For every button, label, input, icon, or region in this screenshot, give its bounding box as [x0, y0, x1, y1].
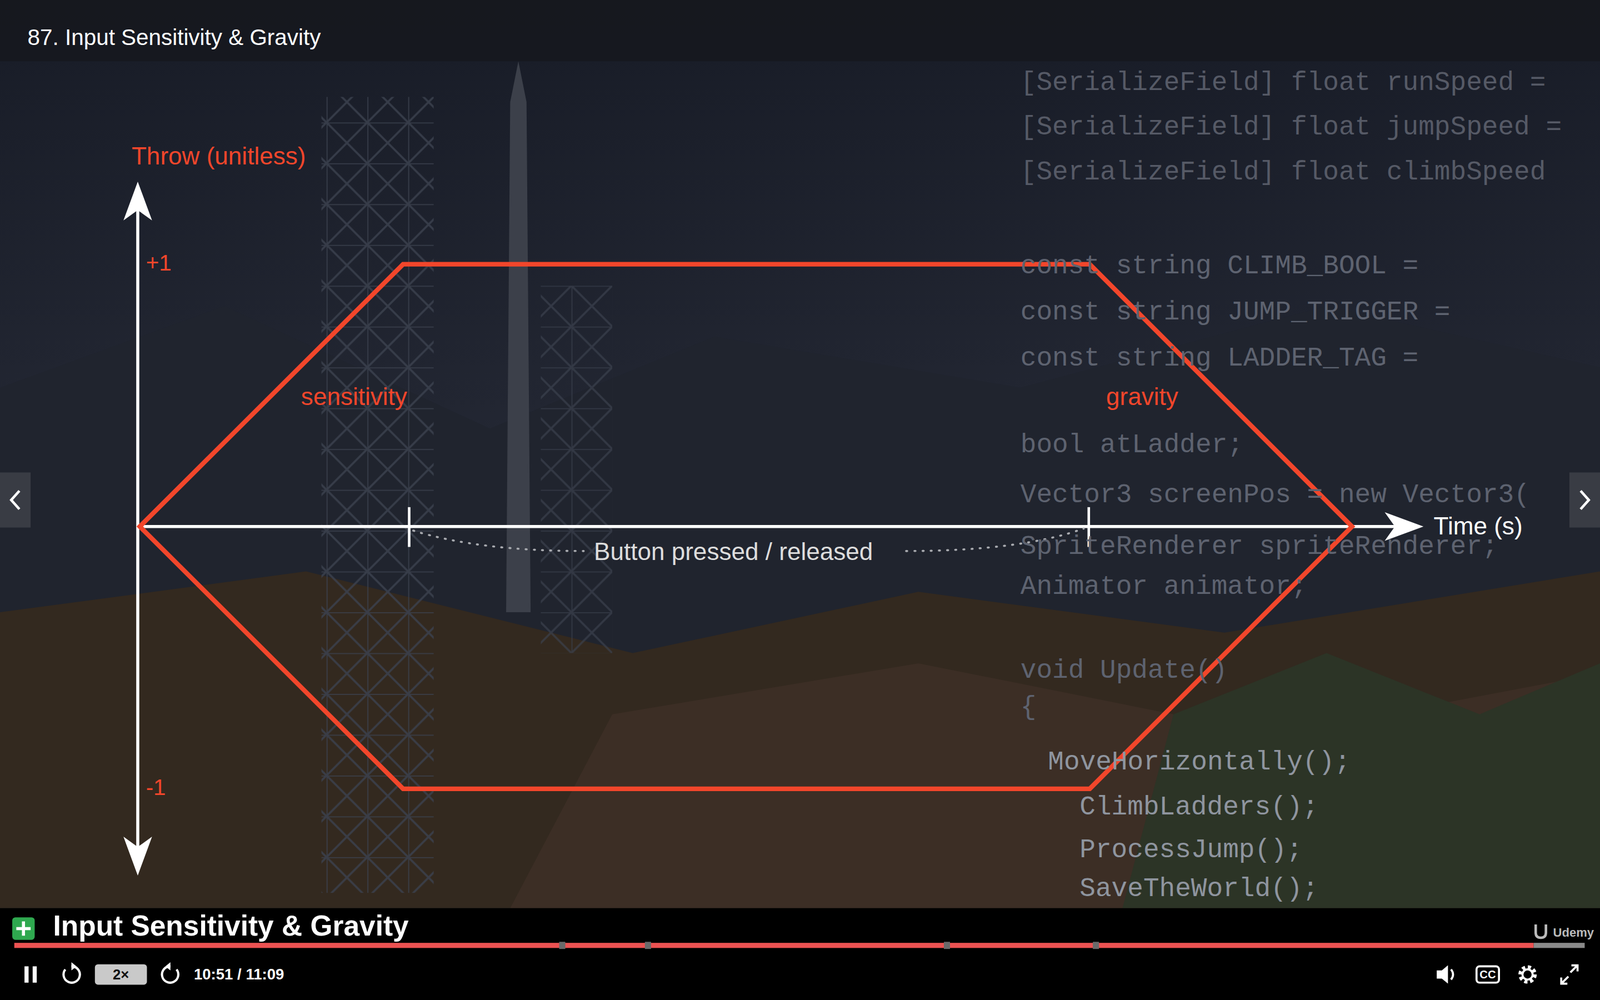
code-line: MoveHorizontally(); — [1047, 748, 1351, 775]
terrain — [0, 306, 1600, 909]
next-button — [1569, 472, 1600, 528]
brand-mark: Udemy — [1553, 926, 1594, 939]
code-line: void Update() — [1020, 656, 1228, 684]
dotted-leader — [413, 530, 584, 552]
code-line: SpriteRenderer spriteRenderer; — [1020, 533, 1499, 560]
code-line: [SerializeField] float climbSpeed — [1020, 158, 1547, 186]
fullscreen-icon — [1561, 965, 1578, 984]
code-line: { — [1020, 693, 1037, 720]
rocket — [506, 61, 531, 613]
volume-icon — [1436, 965, 1448, 984]
pause-icon — [32, 966, 37, 983]
speed-label: 2× — [112, 967, 129, 982]
settings-icon — [1520, 967, 1535, 982]
prev-chevron — [11, 490, 20, 509]
rewind-icon — [71, 962, 77, 971]
volume-icon — [1451, 969, 1454, 980]
lesson-title: 87. Input Sensitivity & Gravity — [27, 26, 322, 49]
code-line: const string CLIMB_BOOL = — [1020, 252, 1419, 280]
prev-button — [0, 472, 31, 528]
launch-tower — [321, 96, 434, 893]
code-line: [SerializeField] float runSpeed = — [1020, 68, 1547, 96]
code-line: SaveTheWorld(); — [1079, 875, 1319, 902]
code-line: Animator animator; — [1020, 573, 1308, 600]
speed-button — [95, 964, 148, 985]
code-line: [SerializeField] float jumpSpeed = — [1020, 113, 1562, 141]
scene-ground — [0, 0, 1600, 909]
code-line: const string JUMP_TRIGGER = — [1020, 298, 1451, 325]
logo-icon — [12, 917, 35, 940]
pause-icon — [24, 966, 29, 983]
code-line: bool atLadder; — [1020, 431, 1244, 458]
throw-curve — [140, 264, 1353, 789]
forward-icon — [165, 962, 171, 971]
chapter-marker — [1092, 941, 1099, 949]
logo-plus — [16, 921, 31, 937]
chapter-marker — [559, 941, 566, 949]
captions-button — [1476, 966, 1499, 983]
code-line: ClimbLadders(); — [1079, 793, 1319, 820]
trees — [1122, 653, 1600, 909]
title-bar — [0, 0, 1600, 62]
time-display: 10:51 / 11:09 — [193, 966, 284, 983]
code-line: ProcessJump(); — [1079, 836, 1303, 863]
progress-remaining — [1533, 942, 1585, 948]
y-axis-arrowhead — [123, 181, 152, 221]
progress-played — [14, 942, 1534, 948]
lecture-title: Input Sensitivity & Gravity — [53, 912, 409, 941]
launch-tower-arm — [540, 285, 613, 653]
chapter-marker — [645, 941, 652, 949]
captions-label: CC — [1479, 968, 1496, 980]
code-line: const string LADDER_TAG = — [1020, 344, 1419, 372]
code-line: Vector3 screenPos = new Vector3( — [1020, 481, 1530, 508]
axis-title: Throw (unitless) — [131, 144, 307, 169]
phase-label: gravity — [1106, 385, 1179, 410]
axis-value: -1 — [146, 776, 167, 799]
press-tick — [407, 507, 411, 548]
axis-note: Button pressed / released — [593, 540, 873, 565]
udemy-mark — [1535, 924, 1546, 938]
y-axis-arrowhead — [123, 836, 152, 876]
player-bar — [0, 908, 1600, 1000]
settings-icon — [1522, 969, 1533, 980]
y-axis — [136, 203, 140, 855]
chapter-marker — [943, 941, 950, 949]
terrain — [0, 571, 1600, 909]
next-chevron — [1580, 490, 1589, 509]
phase-label: sensitivity — [301, 385, 408, 410]
x-axis — [137, 525, 1400, 529]
axis-value: +1 — [146, 252, 172, 275]
